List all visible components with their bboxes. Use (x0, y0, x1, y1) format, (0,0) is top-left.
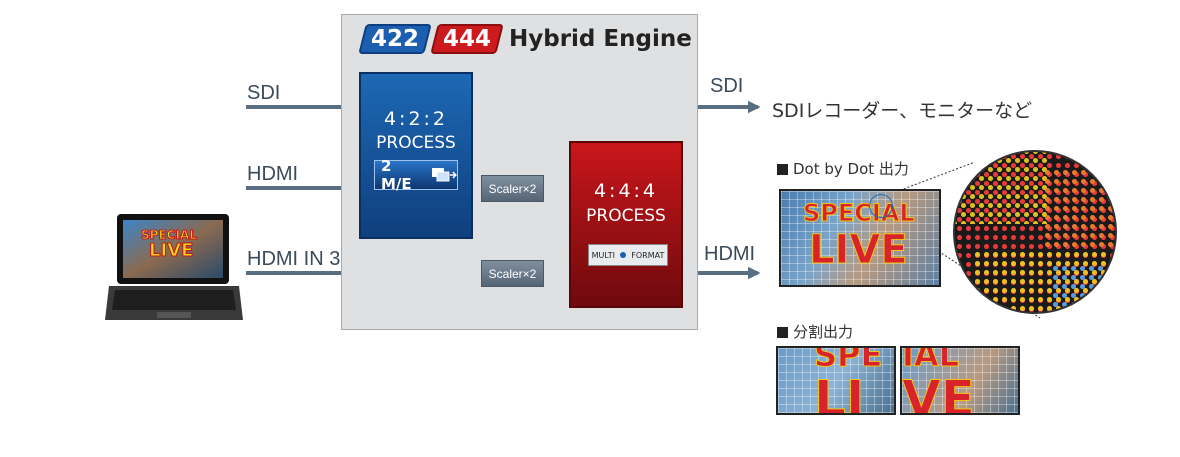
split-output-label: 分割出力 (777, 321, 853, 342)
screen-text-bottom: LIVE (809, 227, 909, 274)
bullet-square-icon (777, 164, 788, 175)
hdmi-input-label: HDMI (247, 163, 299, 185)
hdmi34-input-label: HDMI IN 3, 4 (247, 248, 363, 270)
split-screen-left: SPE LI (776, 346, 896, 415)
laptop-icon (105, 214, 243, 320)
split-left-text-bottom: LI (813, 370, 865, 415)
process-422-label: PROCESS (376, 133, 456, 153)
hdmi-output-label: HDMI (704, 243, 756, 265)
laptop-screen-text-bottom: LIVE (148, 240, 194, 262)
badge-422: 422 (358, 24, 432, 54)
process-422-block (359, 72, 473, 239)
multi-format-icon: MULTI FORMAT (588, 244, 668, 266)
process-444-block (569, 141, 683, 308)
split-right-text-top: IAL (902, 346, 960, 375)
badge-444-label: 444 (442, 26, 491, 52)
bullet-square-icon (777, 327, 788, 338)
split-screen-right: IAL VE (900, 346, 1020, 415)
scaler-bottom: Scaler×2 (481, 260, 544, 287)
sdi-output-label: SDI (710, 75, 744, 97)
process-444-ratio: 4:4:4 (593, 180, 659, 202)
multi-format-right: FORMAT (631, 250, 665, 260)
pixel-zoom-circle (953, 150, 1117, 314)
screen-text-top: SPECIAL (803, 199, 916, 228)
transition-icon (432, 168, 457, 182)
process-444-label: PROCESS (586, 206, 666, 226)
dot-by-dot-text: Dot by Dot 出力 (793, 160, 909, 178)
laptop-screen-text-top: SPECIAL (141, 228, 198, 243)
scaler-top: Scaler×2 (481, 175, 544, 202)
me-icon-text: 2 M/E (381, 157, 412, 193)
process-422-ratio: 4:2:2 (383, 108, 449, 130)
dot-by-dot-label: Dot by Dot 出力 (777, 158, 909, 179)
split-output-text: 分割出力 (793, 323, 854, 341)
split-right-text-bottom: VE (902, 370, 975, 415)
laptop: SPECIAL LIVE (105, 214, 243, 324)
sdi-input-label: SDI (247, 82, 281, 104)
badge-444: 444 (430, 24, 504, 54)
split-left-text-top: SPE (813, 346, 883, 375)
badge-422-label: 422 (370, 26, 419, 52)
dot-by-dot-screen: SPECIAL LIVE (779, 189, 941, 287)
multi-format-left: MULTI (591, 250, 615, 260)
sdi-destination-label: SDIレコーダー、モニターなど (772, 100, 1033, 122)
me-icon: 2 M/E (374, 157, 458, 193)
engine-title: Hybrid Engine (509, 26, 692, 52)
